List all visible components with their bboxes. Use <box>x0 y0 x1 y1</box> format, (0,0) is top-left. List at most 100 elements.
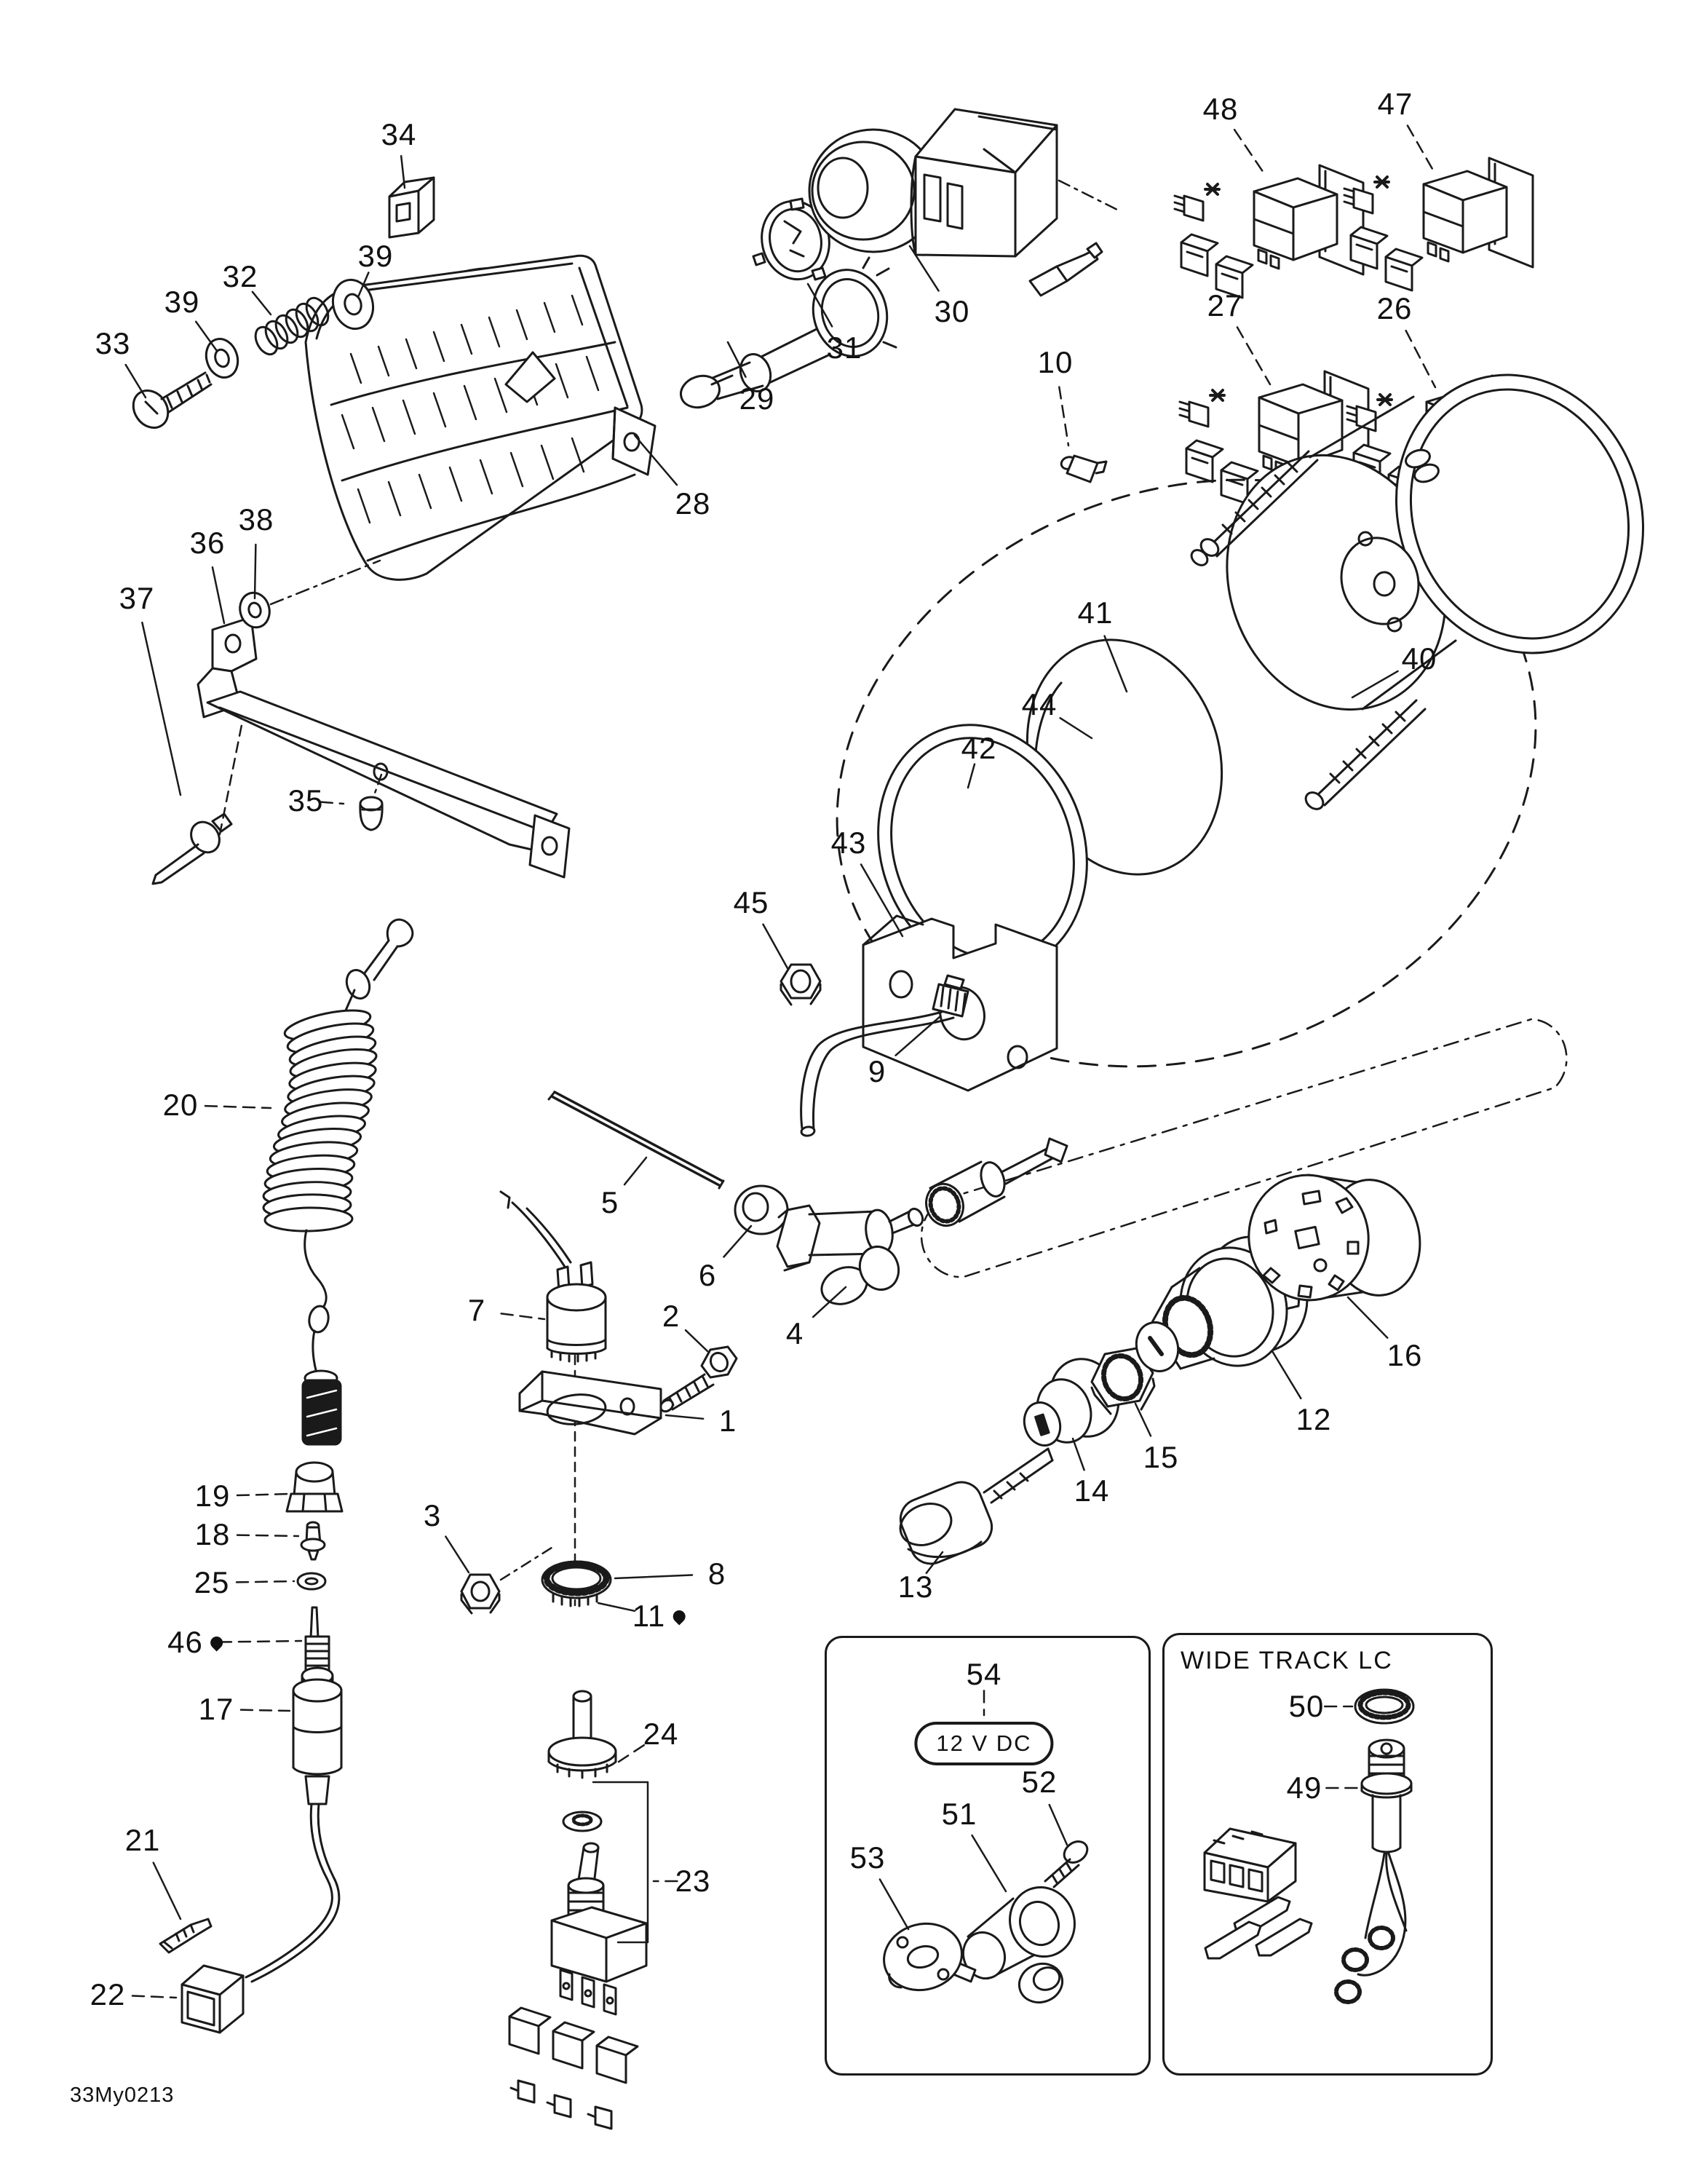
callout-37: 37 <box>119 581 155 615</box>
leader-14 <box>1071 1437 1085 1471</box>
leader-1 <box>665 1414 705 1420</box>
leader-12 <box>1271 1350 1302 1400</box>
oil-drop-icon <box>670 1607 688 1626</box>
leader-37 <box>141 621 182 796</box>
callout-10: 10 <box>1037 345 1074 379</box>
drawing-code: 33My0213 <box>70 2084 175 2107</box>
leader-19 <box>236 1492 293 1497</box>
callout-30: 30 <box>934 294 970 328</box>
callout-43: 43 <box>830 826 867 860</box>
callout-44: 44 <box>1021 687 1058 721</box>
callout-26: 26 <box>1376 291 1413 325</box>
part-rod-5 <box>547 1091 725 1190</box>
leader-39 <box>194 320 218 352</box>
part-speedo-cable <box>920 1018 1568 1278</box>
leader-51 <box>971 1834 1007 1893</box>
part-tether-cord-20 <box>262 918 414 1446</box>
part-switch-49 <box>1357 1738 1413 1977</box>
part-outlet-51 <box>952 1886 1076 2003</box>
leader-32 <box>251 290 272 316</box>
callout-47: 47 <box>1377 87 1413 121</box>
callout-46: 46 <box>167 1625 226 1660</box>
part-terminal-10 <box>1060 454 1108 483</box>
callout-41: 41 <box>1077 596 1114 630</box>
part-boot-30 <box>808 128 939 253</box>
callout-50: 50 <box>1288 1689 1325 1723</box>
leader-31 <box>806 282 833 328</box>
part-switch-4 <box>776 1204 924 1305</box>
callout-36: 36 <box>189 526 226 560</box>
leader-20 <box>204 1104 272 1109</box>
leader-21 <box>152 1861 182 1920</box>
callout-3: 3 <box>423 1498 442 1532</box>
part-washer-39-right <box>331 278 375 331</box>
callout-31: 31 <box>826 331 862 365</box>
callout-49: 49 <box>1286 1770 1322 1805</box>
callout-13: 13 <box>897 1570 934 1604</box>
leader-9 <box>894 1015 942 1056</box>
leader-53 <box>878 1878 910 1931</box>
leader-10 <box>1058 386 1070 447</box>
callout-25: 25 <box>194 1565 230 1599</box>
leader-46 <box>218 1639 303 1643</box>
part-solenoid-7 <box>499 1190 607 1363</box>
leader-4 <box>812 1286 847 1318</box>
leader-41 <box>1103 635 1128 693</box>
leader-6 <box>723 1224 753 1258</box>
leader-5 <box>623 1156 648 1186</box>
callout-1: 1 <box>718 1404 737 1438</box>
callout-39: 39 <box>357 239 394 273</box>
callout-8: 8 <box>707 1556 726 1591</box>
leader-36 <box>211 566 226 625</box>
leader-11 <box>597 1602 636 1613</box>
part-toggle-23 <box>508 1781 649 2130</box>
part-terminal-top <box>1028 242 1103 297</box>
leader-44 <box>1059 717 1093 740</box>
part-connector-22 <box>181 1964 245 2034</box>
part-rivet-37 <box>151 724 243 885</box>
leader-2 <box>684 1329 709 1353</box>
leader-27 <box>1236 326 1272 386</box>
leader-24 <box>617 1744 646 1763</box>
part-spring-32 <box>254 296 330 356</box>
part-terminals-49 <box>1204 1896 1395 2004</box>
part-cap-19 <box>285 1461 344 1513</box>
part-washer-25 <box>296 1572 327 1591</box>
callout-53: 53 <box>849 1840 886 1875</box>
part-switch-47 <box>1343 157 1534 292</box>
leader-48 <box>1233 128 1266 176</box>
part-ring-50 <box>1354 1688 1415 1725</box>
leader-42 <box>967 763 976 789</box>
callout-40: 40 <box>1401 641 1437 676</box>
leader-28 <box>633 434 678 486</box>
callout-29: 29 <box>739 381 775 416</box>
part-ring-8 <box>541 1560 612 1607</box>
leader-30 <box>908 245 940 292</box>
leader-3 <box>445 1535 470 1574</box>
callout-14: 14 <box>1074 1473 1110 1508</box>
part-nut-3 <box>460 1546 553 1615</box>
leader-29 <box>726 341 747 378</box>
callout-33: 33 <box>95 326 131 360</box>
callout-48: 48 <box>1202 92 1239 126</box>
callout-11: 11 <box>632 1599 688 1634</box>
callout-51: 51 <box>941 1797 977 1831</box>
part-washer-38 <box>239 559 381 629</box>
part-grommet-35 <box>359 773 384 831</box>
callout-38: 38 <box>238 502 274 537</box>
part-connector-34 <box>388 176 435 239</box>
part-screw-52 <box>1044 1840 1089 1888</box>
callout-39: 39 <box>164 285 200 319</box>
leader-35 <box>320 801 345 805</box>
leader-13 <box>925 1551 944 1575</box>
callout-34: 34 <box>381 117 417 151</box>
leader-25 <box>235 1580 295 1583</box>
leader-34 <box>400 154 406 189</box>
part-bracket-36 <box>197 616 571 879</box>
leader-16 <box>1346 1296 1389 1339</box>
callout-5: 5 <box>600 1185 619 1219</box>
callout-27: 27 <box>1207 288 1243 323</box>
callout-24: 24 <box>643 1717 679 1751</box>
